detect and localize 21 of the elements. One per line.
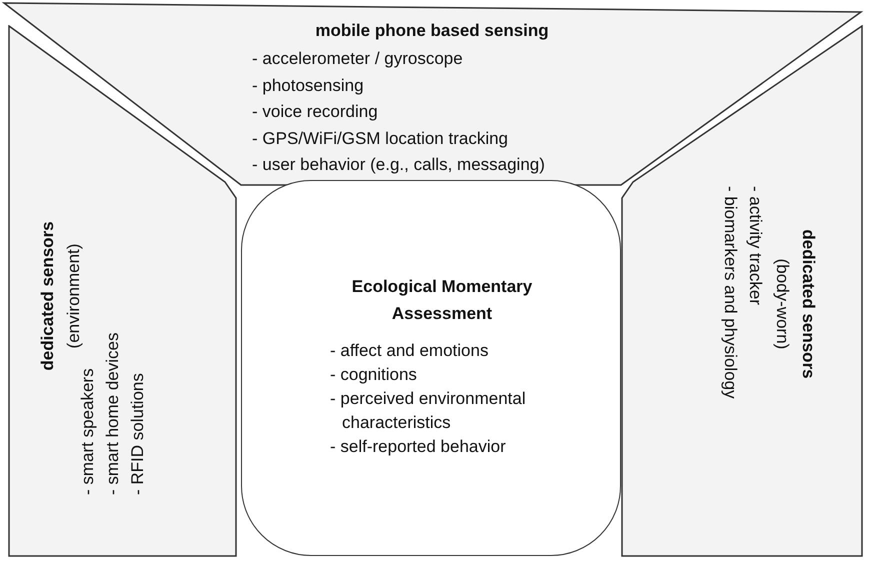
list-item: - perceived environmental characteristics (330, 388, 527, 434)
panel-subheading: (body-worn) (772, 258, 793, 350)
list-item: - RFID solutions (127, 372, 148, 495)
list-item: - activity tracker (745, 186, 766, 308)
panel-heading: mobile phone based sensing (315, 20, 549, 42)
panel-subheading: (environment) (63, 244, 84, 348)
list-item: - accelerometer / gyroscope (252, 48, 464, 70)
list-item: - biomarkers and physiology (720, 186, 741, 401)
list-item: - smart speakers (77, 367, 98, 495)
panel-heading: dedicated sensors (798, 229, 819, 379)
list-item: - cognitions (330, 364, 418, 386)
list-item: - affect and emotions (330, 340, 490, 362)
list-item: - voice recording (252, 101, 379, 123)
list-item: - user behavior (e.g., calls, messaging) (252, 154, 545, 176)
list-item: - GPS/WiFi/GSM location tracking (252, 128, 510, 150)
rounded-box (241, 180, 621, 556)
list-item: - self-reported behavior (330, 436, 507, 458)
box-heading: Ecological Momentary Assessment (350, 276, 534, 325)
panel-heading: dedicated sensors (37, 221, 58, 371)
list-item: - photosensing (252, 74, 365, 96)
list-item: - smart home devices (102, 332, 123, 495)
